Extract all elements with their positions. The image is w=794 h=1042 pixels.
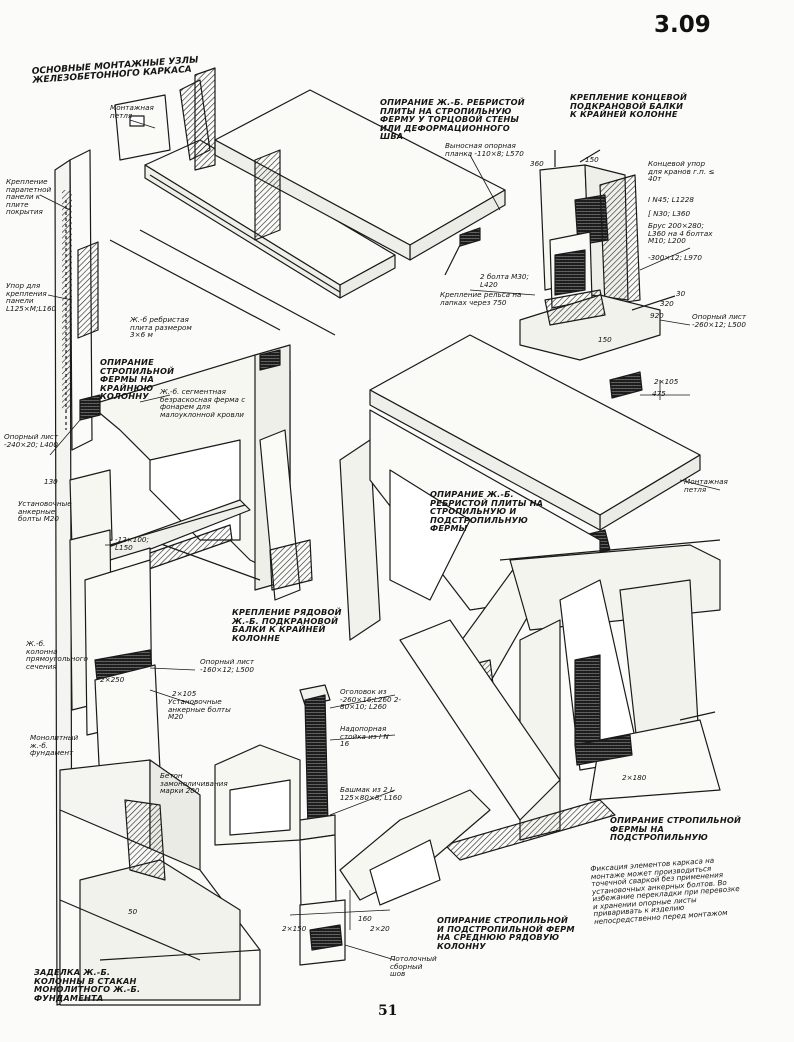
- label-install-bolts-a: Установочные анкерные болты М20: [18, 499, 72, 524]
- dim-30: 30: [676, 289, 686, 298]
- label-support-sheet-160: Опорный лист -160×12; L500: [200, 657, 255, 674]
- label-outrigger-strip: Выносная опорная планка -110×8; L570: [445, 141, 524, 158]
- label-ceiling-joint: Потолочный сборный шов: [390, 954, 437, 979]
- rib-slab-top-left: [109, 79, 396, 336]
- label-column-rect: Ж.-б. колонна прямоугольного сечения: [26, 639, 88, 671]
- label-support-sheet-260: Опорный лист -260×12; L500: [692, 312, 747, 329]
- dim-2x105-b: 2×105: [172, 689, 197, 698]
- label-lifting-loop-1: Монтажная петля: [110, 103, 154, 120]
- label-channel-30: [ N30; L360: [648, 209, 691, 218]
- label-monolithic-foundation: Монолитный ж.-б. фундамент: [30, 733, 79, 758]
- label-support-sheet-240: Опорный лист -240×20; L400: [4, 432, 59, 449]
- rib-slab-end-wall: [194, 67, 506, 276]
- dim-2x250: 2×250: [100, 675, 125, 684]
- dim-2x20: 2×20: [370, 924, 390, 933]
- label-i-beam-45: I N45; L1228: [648, 195, 694, 204]
- caption-column-in-foundation: ЗАДЕЛКА Ж.-Б. КОЛОННЫ В СТАКАН МОНОЛИТНО…: [34, 967, 141, 1003]
- dim-475: 475: [652, 389, 666, 398]
- caption-truss-on-subtruss: ОПИРАНИЕ СТРОПИЛЬНОЙ ФЕРМЫ НА ПОДСТРОПИЛ…: [610, 815, 742, 843]
- dim-920: 920: [650, 311, 664, 320]
- label-support-post: Надопорная стойка из I N 16: [340, 724, 389, 749]
- dim-2x150: 2×150: [282, 924, 307, 933]
- caption-truss-on-edge-column: ОПИРАНИЕ СТРОПИЛЬНОЙ ФЕРМЫ НА КРАЙНЮЮ КО…: [100, 357, 175, 402]
- dim-2x180: 2×180: [622, 773, 647, 782]
- dim-150b: 150: [598, 335, 612, 344]
- dim-130: 130: [44, 477, 58, 486]
- middle-column-node: [214, 684, 491, 966]
- sheet-number: 3.09: [654, 12, 711, 38]
- caption-end-crane-beam: КРЕПЛЕНИЕ КОНЦЕВОЙ ПОДКРАНОВОЙ БАЛКИ К К…: [570, 92, 688, 120]
- label-concrete-grade: Бетон замоноличивания марки 200: [160, 771, 228, 796]
- caption-trusses-on-middle-column: ОПИРАНИЕ СТРОПИЛЬНОЙ И ПОДСТРОПИЛЬНОЙ ФЕ…: [437, 915, 575, 951]
- dim-50: 50: [128, 907, 138, 916]
- dim-360: 360: [530, 159, 544, 168]
- caption-row-crane-beam: КРЕПЛЕНИЕ РЯДОВОЙ Ж.-Б. ПОДКРАНОВОЙ БАЛК…: [232, 607, 342, 643]
- label-rail-fixing: Крепление рельса на лапках через 750: [440, 290, 522, 307]
- label-segment-truss: Ж.-б. сегментная безраскосная ферма с фо…: [160, 387, 246, 419]
- label-bolts-m30: 2 болта М30; L420: [480, 272, 529, 289]
- label-rib-slab: Ж.-б ребристая плита размером 3×6 м: [130, 315, 192, 340]
- label-install-bolts-b: Установочные анкерные болты М20: [168, 697, 231, 722]
- label-strip-12x100: -12×100; L150: [115, 535, 149, 552]
- label-lifting-loop-2: Монтажная петля: [684, 477, 728, 494]
- label-panel-stop: Упор для крепления панели L125×М;L160: [6, 281, 57, 313]
- dim-150: 150: [585, 155, 599, 164]
- dim-160: 160: [358, 914, 372, 923]
- column-and-foundation: [59, 469, 261, 1006]
- label-strip-300: -300×12; L970: [648, 253, 702, 262]
- leader-lines: [39, 119, 721, 961]
- label-fixation-note: Фиксация элементов каркаса на монтаже мо…: [590, 855, 740, 927]
- label-head-plates: Оголовок из -260×16;L260 2-80×10; L260: [340, 687, 402, 712]
- segment-truss-left: [79, 344, 313, 601]
- end-crane-beam-node: [519, 149, 676, 361]
- label-shoe: Башмак из 2 L 125×80×8; L160: [340, 785, 402, 802]
- dim-320: 320: [660, 299, 674, 308]
- dim-2x105-a: 2×105: [654, 377, 679, 386]
- label-parapet-fixing: Крепление парапетной панели к плите покр…: [6, 177, 52, 217]
- caption-rib-slab-end-wall: ОПИРАНИЕ Ж.-Б. РЕБРИСТОЙ ПЛИТЫ НА СТРОПИ…: [380, 97, 525, 142]
- truss-frame-center: [339, 409, 721, 861]
- caption-rib-slab-on-trusses: ОПИРАНИЕ Ж.-Б. РЕБРИСТОЙ ПЛИТЫ НА СТРОПИ…: [430, 489, 544, 534]
- label-timber-block: Брус 200×280; L360 на 4 болтах М10; L200: [648, 221, 713, 246]
- label-end-stop: Концевой упор для кранов г.п. ≤ 40т: [648, 159, 715, 184]
- page-number: 51: [378, 1003, 398, 1019]
